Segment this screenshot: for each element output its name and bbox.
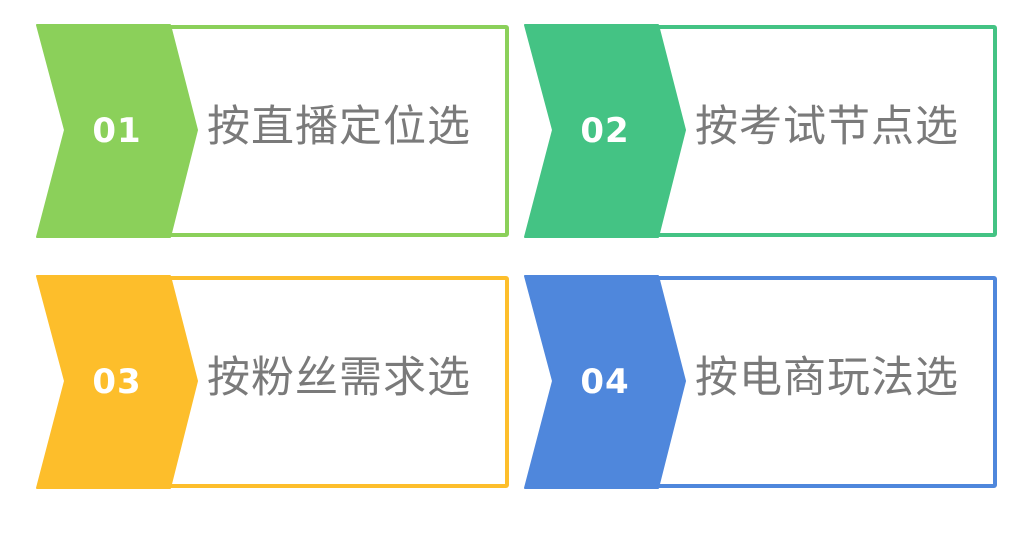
chevron-arrow-icon — [524, 24, 686, 238]
option-card-03: 03 按粉丝需求选 — [36, 275, 509, 489]
card-frame — [645, 25, 997, 237]
option-card-01: 01 按直播定位选 — [36, 24, 509, 238]
card-frame — [157, 25, 509, 237]
step-number: 03 — [92, 362, 142, 402]
chevron-arrow-icon — [36, 275, 198, 489]
option-card-02: 02 按考试节点选 — [524, 24, 997, 238]
step-number: 01 — [92, 111, 142, 151]
option-label: 按考试节点选 — [695, 102, 959, 152]
step-number: 02 — [580, 111, 630, 151]
option-label: 按粉丝需求选 — [207, 353, 471, 403]
option-label: 按直播定位选 — [207, 102, 471, 152]
chevron-arrow-icon — [524, 275, 686, 489]
step-number: 04 — [580, 362, 630, 402]
chevron-arrow-icon — [36, 24, 198, 238]
option-label: 按电商玩法选 — [695, 353, 959, 403]
card-frame — [645, 276, 997, 488]
option-card-04: 04 按电商玩法选 — [524, 275, 997, 489]
